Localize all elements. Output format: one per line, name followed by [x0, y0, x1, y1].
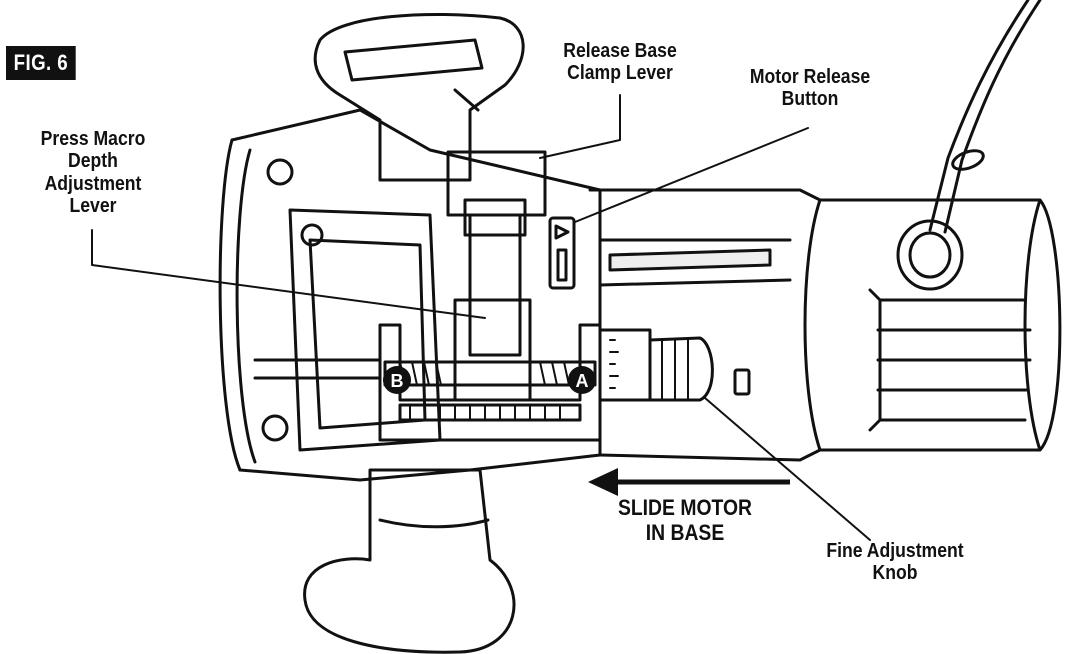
label-release-base-clamp-lever: Release Base Clamp Lever	[550, 40, 691, 85]
label-line: Motor Release	[749, 66, 871, 88]
label-fine-adjustment-knob: Fine Adjustment Knob	[807, 540, 983, 585]
top-handle	[313, 12, 525, 182]
figure-tag: FIG. 6	[6, 46, 76, 80]
bottom-handle	[303, 468, 516, 654]
small-switch	[733, 368, 751, 396]
base-screw-bottom	[261, 414, 289, 442]
base-screw-top	[266, 158, 294, 186]
clamp-lever	[446, 150, 547, 217]
motor-vent-ribs	[876, 298, 1032, 422]
label-line: Button	[781, 88, 839, 111]
label-line: Depth	[68, 150, 118, 173]
label-line: SLIDE MOTOR	[617, 495, 753, 520]
label-line: Adjustment	[44, 172, 142, 195]
depth-scale	[398, 403, 582, 422]
label-line: Release Base	[563, 40, 677, 62]
slide-arrow	[588, 468, 790, 496]
cord-collar	[951, 149, 985, 171]
callout-b-text: B	[391, 371, 404, 391]
label-line: Clamp Lever	[567, 62, 673, 85]
label-line: Lever	[69, 195, 117, 218]
leader-release-base	[539, 94, 621, 159]
leader-macro-depth	[91, 229, 486, 319]
leader-fine-knob	[704, 397, 871, 541]
depth-rod-frame	[378, 323, 602, 442]
cord-strain-relief	[896, 219, 964, 291]
callout-a-text: A	[576, 371, 589, 391]
callout-a: A	[568, 366, 596, 394]
motor-release-button	[548, 216, 576, 290]
label-line: Press Macro	[40, 128, 146, 150]
leader-motor-release	[574, 127, 809, 223]
fine-adjustment-knob	[598, 328, 652, 402]
router-base	[230, 108, 602, 482]
label-line: IN BASE	[645, 519, 725, 545]
base-screw-mid	[300, 223, 324, 247]
callout-b: B	[383, 366, 411, 394]
label-macro-depth-lever: Press Macro Depth Adjustment Lever	[27, 128, 159, 218]
label-slide-motor-in-base: SLIDE MOTOR IN BASE	[610, 495, 760, 545]
label-motor-release-button: Motor Release Button	[740, 66, 881, 111]
power-cord	[943, 0, 1042, 234]
label-line: Fine Adjustment	[826, 540, 964, 562]
label-line: Knob	[872, 562, 918, 585]
